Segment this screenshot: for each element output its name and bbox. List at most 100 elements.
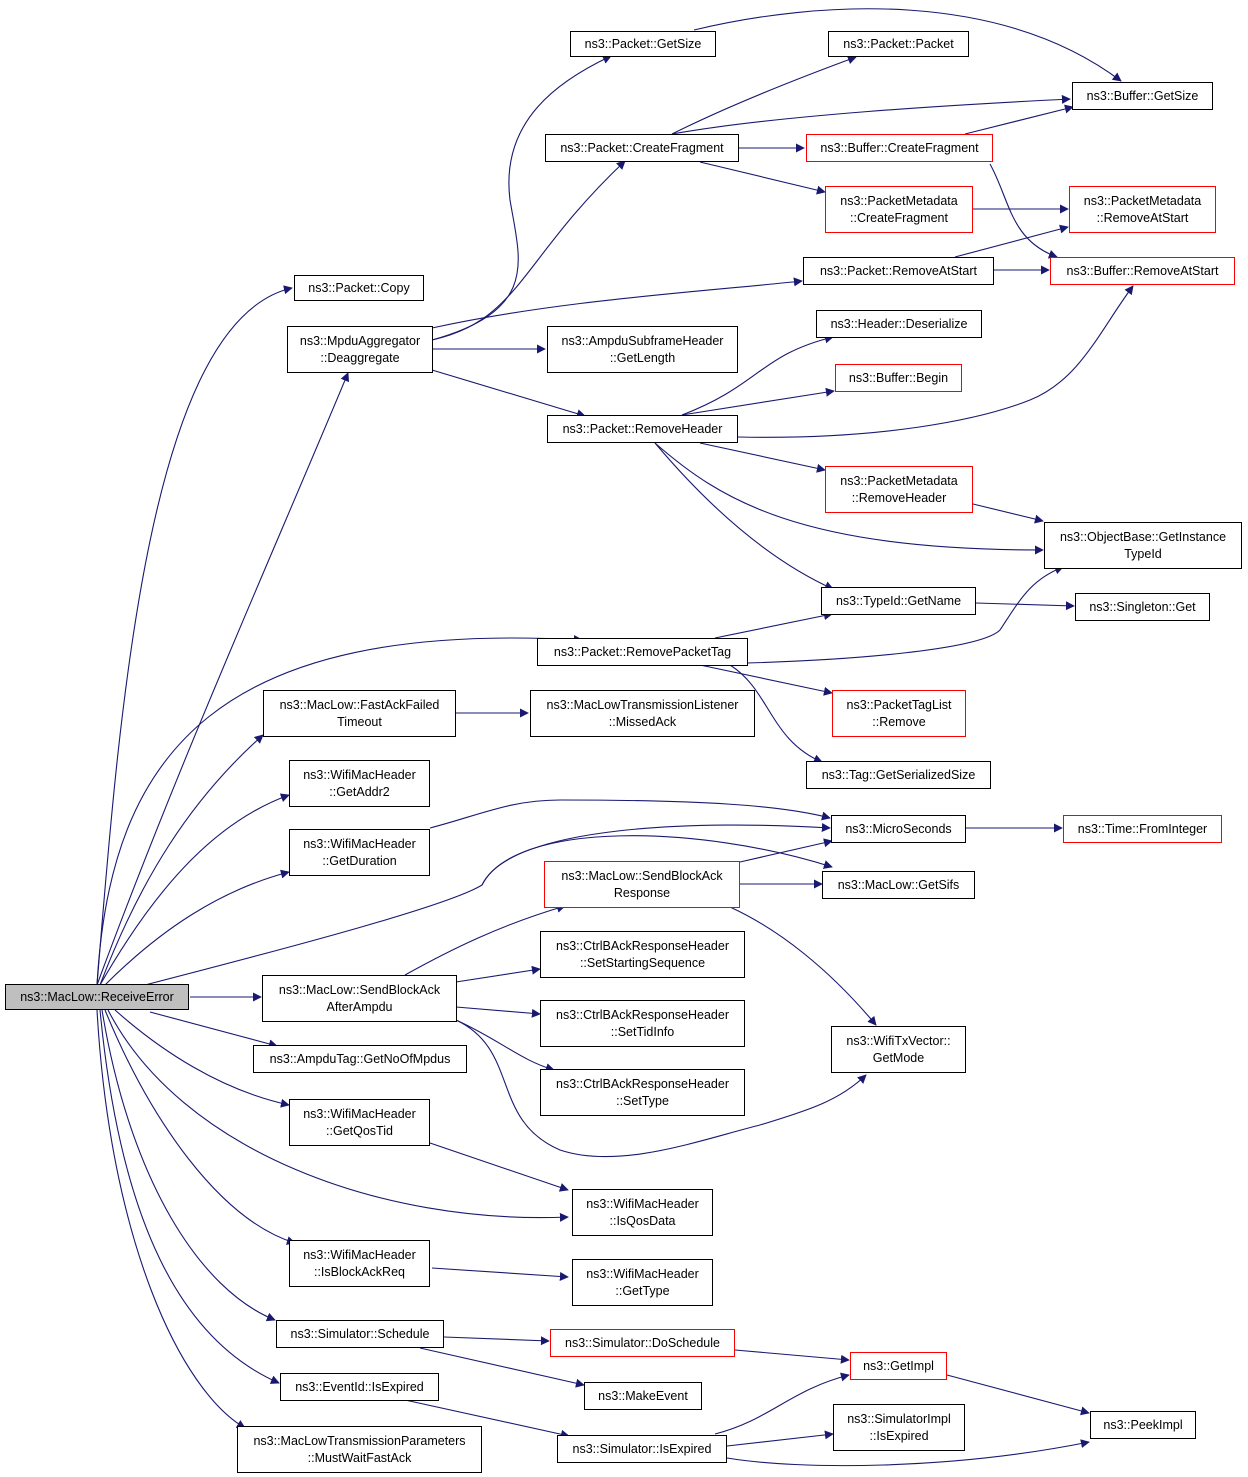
node-label: ns3::Packet::RemoveAtStart: [819, 263, 977, 278]
node-eventid-isexpired[interactable]: ns3::EventId::IsExpired: [280, 1373, 439, 1401]
node-packet-createfragment[interactable]: ns3::Packet::CreateFragment: [545, 134, 739, 162]
edge-root-getqostid: [114, 1009, 290, 1108]
edge-getsize-buffer-getsize: [693, 8, 1122, 82]
node-label: ns3::Packet::GetSize: [584, 36, 702, 51]
node-label: ns3::GetImpl: [863, 1358, 934, 1373]
node-pm-removeheader[interactable]: ns3::PacketMetadata::RemoveHeader: [825, 466, 973, 513]
node-label: ::IsBlockAckReq: [313, 1264, 405, 1279]
node-wifimacheader-gettype[interactable]: ns3::WifiMacHeader::GetType: [572, 1259, 713, 1306]
node-wifimacheader-getaddr2[interactable]: ns3::WifiMacHeader::GetAddr2: [289, 760, 430, 807]
node-listener-missedack[interactable]: ns3::MacLowTransmissionListener::MissedA…: [530, 690, 755, 737]
node-label: ns3::PacketTagList: [846, 697, 952, 712]
edge-createfragment-buffer-getsize: [671, 94, 1071, 135]
node-label: ns3::CtrlBAckResponseHeader: [556, 938, 729, 953]
node-getimpl[interactable]: ns3::GetImpl: [850, 1352, 947, 1380]
node-ctrl-setstartingsequence[interactable]: ns3::CtrlBAckResponseHeader::SetStarting…: [540, 931, 745, 978]
node-ctrl-settype[interactable]: ns3::CtrlBAckResponseHeader::SetType: [540, 1069, 745, 1116]
edge-sbaa-getmode: [455, 1019, 867, 1158]
node-header-deserialize[interactable]: ns3::Header::Deserialize: [816, 310, 982, 338]
node-label: ns3::WifiMacHeader: [303, 836, 416, 851]
node-pm-createfragment[interactable]: ns3::PacketMetadata::CreateFragment: [825, 186, 973, 233]
node-packet-packet[interactable]: ns3::Packet::Packet: [828, 31, 969, 57]
node-wifimacheader-isblockackreq[interactable]: ns3::WifiMacHeader::IsBlockAckReq: [289, 1240, 430, 1287]
node-simulator-doschedule[interactable]: ns3::Simulator::DoSchedule: [550, 1329, 735, 1357]
edge-removepackettag-remove: [699, 664, 833, 696]
edge-buffer-createfragment-getsize: [964, 104, 1074, 135]
node-label: ns3::Time::FromInteger: [1077, 821, 1208, 836]
edge-schedule-makeevent: [419, 1347, 585, 1388]
node-wifimacheader-getqostid[interactable]: ns3::WifiMacHeader::GetQosTid: [289, 1099, 430, 1146]
node-packet-getsize[interactable]: ns3::Packet::GetSize: [570, 31, 716, 57]
edge-root-packet-copy: [96, 285, 293, 986]
node-label: ::IsQosData: [609, 1213, 676, 1228]
node-buffer-begin[interactable]: ns3::Buffer::Begin: [835, 364, 962, 392]
node-wifitxvector-getmode[interactable]: ns3::WifiTxVector::GetMode: [831, 1026, 966, 1073]
edge-simulator-isexpired-getimpl: [714, 1372, 850, 1435]
node-simulatorimpl-isexpired[interactable]: ns3::SimulatorImpl::IsExpired: [833, 1404, 965, 1451]
edge-root-deaggregate: [96, 372, 350, 986]
node-mpdu-deaggregate[interactable]: ns3::MpduAggregator::Deaggregate: [287, 326, 433, 373]
node-label: ::RemoveAtStart: [1096, 210, 1189, 225]
edge-sbaa-sbr: [404, 903, 566, 976]
node-label: ns3::WifiMacHeader: [303, 1106, 416, 1121]
node-label: ns3::CtrlBAckResponseHeader: [556, 1007, 729, 1022]
node-peekimpl[interactable]: ns3::PeekImpl: [1090, 1411, 1196, 1439]
edge-sbr-getmode: [729, 906, 877, 1026]
edge-removeheader-getinstancetypeid: [654, 442, 1044, 555]
node-ampdu-subframe-getlength[interactable]: ns3::AmpduSubframeHeader::GetLength: [547, 326, 738, 373]
node-makeevent[interactable]: ns3::MakeEvent: [584, 1382, 702, 1410]
node-label: ns3::MacLow::SendBlockAck: [561, 868, 723, 883]
node-ampdutag-getnoofmpdus[interactable]: ns3::AmpduTag::GetNoOfMpdus: [253, 1045, 467, 1073]
node-params-mustwaitfastack[interactable]: ns3::MacLowTransmissionParameters::MustW…: [237, 1426, 482, 1473]
node-label: ns3::SimulatorImpl: [847, 1411, 951, 1426]
node-label: ns3::Singleton::Get: [1089, 599, 1196, 614]
edge-buffer-createfragment-removeatstart: [989, 163, 1058, 259]
node-ctrl-settidinfo[interactable]: ns3::CtrlBAckResponseHeader::SetTidInfo: [540, 1000, 745, 1047]
node-label: ns3::MpduAggregator: [299, 333, 421, 348]
edge-root-isqosdata: [107, 1009, 569, 1222]
node-packet-copy[interactable]: ns3::Packet::Copy: [294, 275, 424, 301]
node-label: ns3::MicroSeconds: [845, 821, 952, 836]
edge-root-getsifs: [481, 835, 833, 886]
node-wifimacheader-isqosdata[interactable]: ns3::WifiMacHeader::IsQosData: [572, 1189, 713, 1236]
node-buffer-createfragment[interactable]: ns3::Buffer::CreateFragment: [806, 134, 993, 162]
node-label: ::GetDuration: [322, 853, 397, 868]
node-label: ns3::Packet::Packet: [843, 36, 954, 51]
node-label: ::MustWaitFastAck: [307, 1450, 412, 1465]
node-pm-removeatstart[interactable]: ns3::PacketMetadata::RemoveAtStart: [1069, 186, 1216, 233]
edge-createfragment-pm-createfragment: [699, 161, 826, 195]
node-packet-removeatstart[interactable]: ns3::Packet::RemoveAtStart: [803, 257, 994, 285]
node-simulator-isexpired[interactable]: ns3::Simulator::IsExpired: [557, 1435, 727, 1463]
node-label: ns3::MacLow::ReceiveError: [20, 989, 174, 1004]
node-maclow-getsifs[interactable]: ns3::MacLow::GetSifs: [822, 871, 975, 899]
node-microseconds[interactable]: ns3::MicroSeconds: [831, 815, 966, 843]
node-simulator-schedule[interactable]: ns3::Simulator::Schedule: [276, 1320, 444, 1348]
node-label: ns3::WifiTxVector::: [846, 1033, 951, 1048]
edge-getduration-microseconds: [429, 799, 831, 829]
node-packet-removepackettag[interactable]: ns3::Packet::RemovePacketTag: [537, 638, 748, 666]
node-label: ns3::WifiMacHeader: [586, 1266, 699, 1281]
node-wifimacheader-getduration[interactable]: ns3::WifiMacHeader::GetDuration: [289, 829, 430, 876]
edge-removeheader-buffer-removeatstart: [737, 285, 1134, 438]
node-tag-getserializedsize[interactable]: ns3::Tag::GetSerializedSize: [806, 761, 991, 789]
node-time-frominteger[interactable]: ns3::Time::FromInteger: [1063, 815, 1222, 843]
node-label: ns3::Buffer::Begin: [848, 370, 949, 385]
node-typeid-getname[interactable]: ns3::TypeId::GetName: [821, 587, 976, 615]
edge-removepackettag-getname: [714, 611, 833, 639]
node-buffer-removeatstart[interactable]: ns3::Buffer::RemoveAtStart: [1050, 257, 1235, 285]
edge-getimpl-peekimpl: [946, 1374, 1090, 1416]
node-label: ::GetQosTid: [326, 1123, 393, 1138]
node-label: ns3::AmpduTag::GetNoOfMpdus: [269, 1051, 451, 1066]
node-label: ns3::MakeEvent: [598, 1388, 688, 1403]
node-buffer-getsize[interactable]: ns3::Buffer::GetSize: [1072, 82, 1213, 110]
node-label: ns3::WifiMacHeader: [586, 1196, 699, 1211]
node-singleton-get[interactable]: ns3::Singleton::Get: [1075, 593, 1210, 621]
node-packettaglist-remove[interactable]: ns3::PacketTagList::Remove: [832, 690, 966, 737]
edge-deaggregate-getsize: [431, 55, 612, 341]
node-packet-removeheader[interactable]: ns3::Packet::RemoveHeader: [547, 415, 738, 443]
